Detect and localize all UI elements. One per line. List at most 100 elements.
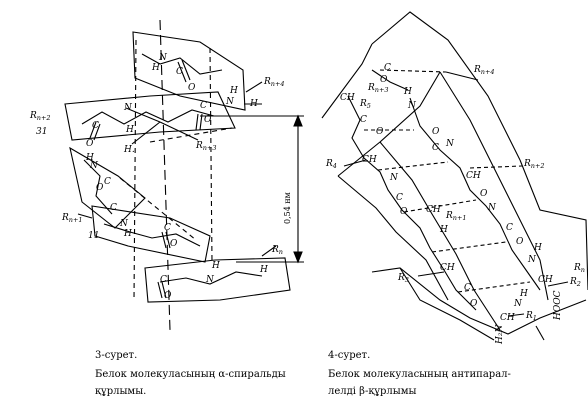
helix-atom-c7: C	[164, 223, 171, 233]
helix-r-n1: Rn+1	[61, 213, 83, 224]
helix-plane-bottom	[144, 257, 291, 303]
helix-atom-n5: N	[89, 161, 99, 171]
sheet-atom-c2: C	[360, 115, 367, 125]
left-caption-line2: құрлымы.	[95, 386, 147, 397]
helix-plane-lower	[91, 205, 211, 263]
sheet-atom-ch5: CH	[440, 263, 455, 273]
sheet-atom-ch6: CH	[538, 275, 553, 285]
helix-label-11: 11	[88, 231, 99, 241]
helix-backbone-1	[141, 53, 223, 75]
sheet-atom-h7: H	[519, 289, 528, 299]
sheet-atom-ch2: CH	[362, 155, 377, 165]
sheet-atom-c5: C	[506, 223, 513, 233]
helix-atom-hdot: H.	[123, 145, 135, 155]
helix-backbone-5	[159, 271, 263, 285]
helix-atom-n2: N	[123, 103, 133, 113]
helix-atom-c5: C	[104, 177, 111, 187]
helix-atom-o2: O	[86, 139, 94, 149]
helix-backbone-2	[81, 109, 215, 125]
sheet-hooc-terminus: HOOC	[553, 290, 563, 321]
helix-atom-o3: O	[204, 115, 212, 125]
helix-r-n: Rn	[271, 245, 283, 256]
helix-atom-n6: N	[119, 219, 129, 229]
helix-atom-c2: C	[92, 121, 99, 131]
sheet-r-n4: Rn+4	[473, 65, 495, 76]
alpha-helix-diagram	[64, 19, 304, 331]
sheet-r-5: R5	[359, 99, 371, 110]
sheet-atom-o4: O	[400, 207, 408, 217]
helix-atom-h2: H	[125, 125, 134, 135]
sheet-r-3: R3	[397, 273, 409, 284]
helix-atom-o5: O	[96, 183, 104, 193]
strand-3	[371, 69, 409, 91]
sheet-r-n1: Rn+1	[445, 211, 467, 222]
sheet-atom-o7: O	[470, 299, 478, 309]
helix-atom-h9: H	[259, 265, 268, 275]
helix-hbond-4	[119, 177, 197, 241]
sheet-r-1: R1	[525, 311, 537, 322]
helix-pitch-label: 0,54 нм	[283, 192, 292, 224]
sheet-atom-h4: H	[439, 225, 448, 235]
helix-atom-h3: H	[229, 86, 238, 96]
sheet-atom-ch4: CH	[426, 205, 441, 215]
sheet-atom-n1: N	[407, 101, 417, 111]
right-caption-line2: лелді β-құрлымы	[328, 386, 417, 397]
sheet-atom-o1: O	[380, 75, 388, 85]
helix-atom-h4: H	[249, 99, 258, 109]
sheet-atom-h1: H	[403, 87, 412, 97]
helix-label-31: 31	[36, 127, 47, 137]
strand-2	[409, 97, 541, 291]
helix-atom-c6: C	[110, 203, 117, 213]
sheet-atom-n7: N	[513, 299, 523, 309]
sheet-atom-o2: O	[376, 127, 384, 137]
sheet-atom-ch7: CH	[500, 313, 515, 323]
sheet-r-4: R4	[325, 159, 337, 170]
sheet-r-n2: Rn+2	[523, 159, 545, 170]
helix-atom-o7: O	[170, 239, 178, 249]
sheet-atom-o5: O	[480, 189, 488, 199]
sheet-atom-ch3: CH	[466, 171, 481, 181]
helix-plane-upper	[64, 91, 236, 141]
sheet-atom-h6: H	[533, 243, 542, 253]
right-caption-line1: Белок молекуласының антипарал-	[328, 369, 511, 380]
sheet-left-lower	[337, 71, 441, 177]
sheet-fold-1	[371, 11, 521, 161]
sheet-r-2: R2	[569, 277, 581, 288]
sheet-bottom	[371, 267, 587, 335]
sheet-fold-3	[399, 267, 495, 341]
sheet-fold-2	[337, 175, 449, 301]
helix-r-n3: Rn+3	[195, 141, 217, 152]
helix-atom-n3: N	[225, 97, 235, 107]
right-caption-number: 4-сурет.	[328, 350, 371, 361]
sheet-h2n-terminus: H₂N	[495, 324, 505, 345]
beta-sheet-diagram	[321, 11, 588, 341]
sheet-left-edge	[321, 43, 373, 119]
helix-atom-h8: H	[211, 261, 220, 271]
sheet-atom-n6: N	[527, 255, 537, 265]
helix-backbone-3	[83, 159, 113, 215]
helix-atom-n1: N	[158, 53, 168, 63]
sheet-atom-c6: C	[464, 283, 471, 293]
helix-atom-c3: C	[200, 101, 207, 111]
helix-atom-o1: O	[188, 83, 196, 93]
sheet-atom-ch1: CH	[340, 93, 355, 103]
helix-hbond-3	[149, 127, 233, 143]
helix-r-n4: Rn+4	[263, 77, 285, 88]
sheet-atom-c1: C	[384, 63, 391, 73]
sheet-inner-1	[379, 141, 501, 331]
sheet-atom-n3: N	[445, 139, 455, 149]
helix-atom-n8: N	[205, 275, 215, 285]
sheet-atom-o6: O	[516, 237, 524, 247]
sheet-atom-c3: C	[432, 143, 439, 153]
sheet-atom-c4: C	[396, 193, 403, 203]
strand-1	[347, 95, 477, 311]
sheet-right-edge	[519, 159, 588, 291]
helix-hbond-1	[133, 39, 137, 301]
sheet-inner-2	[439, 71, 549, 301]
sheet-atom-o3: O	[432, 127, 440, 137]
helix-hbond-2	[209, 47, 213, 263]
sheet-atom-n5: N	[487, 203, 497, 213]
sheet-r-n3: Rn+3	[367, 83, 389, 94]
sheet-r-n: Rn	[573, 263, 585, 274]
